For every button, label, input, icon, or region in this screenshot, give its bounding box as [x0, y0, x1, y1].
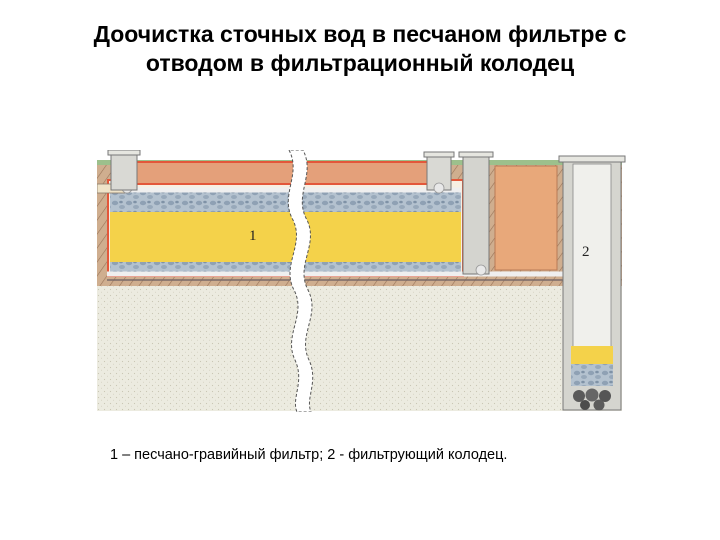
well-gravel-layer [571, 364, 613, 386]
title-line-2: отводом в фильтрационный колодец [145, 50, 575, 76]
topsoil-block [494, 165, 558, 271]
sand-filter-diagram: 1 2 [97, 150, 626, 412]
caption: 1 – песчано-гравийный фильтр; 2 - фильтр… [110, 447, 508, 463]
title-line-1: Доочистка сточных вод в песчаном фильтре… [93, 21, 627, 47]
well-stones [573, 388, 611, 411]
sand-base-layer [97, 286, 622, 411]
well-sand-layer [571, 346, 613, 364]
gravel-top-layer [110, 190, 461, 212]
filtering-well [558, 155, 626, 411]
well-number-label: 2 [582, 244, 590, 260]
filter-cover [134, 161, 431, 185]
break-line [287, 150, 314, 412]
page-title: Доочистка сточных вод в песчаном фильтре… [0, 20, 720, 78]
gravel-bottom-layer [110, 262, 461, 274]
outlet-riser [462, 153, 490, 275]
inspection-riser-left [110, 150, 138, 191]
filter-sand-layer [110, 212, 461, 262]
filter-number-label: 1 [249, 228, 257, 244]
